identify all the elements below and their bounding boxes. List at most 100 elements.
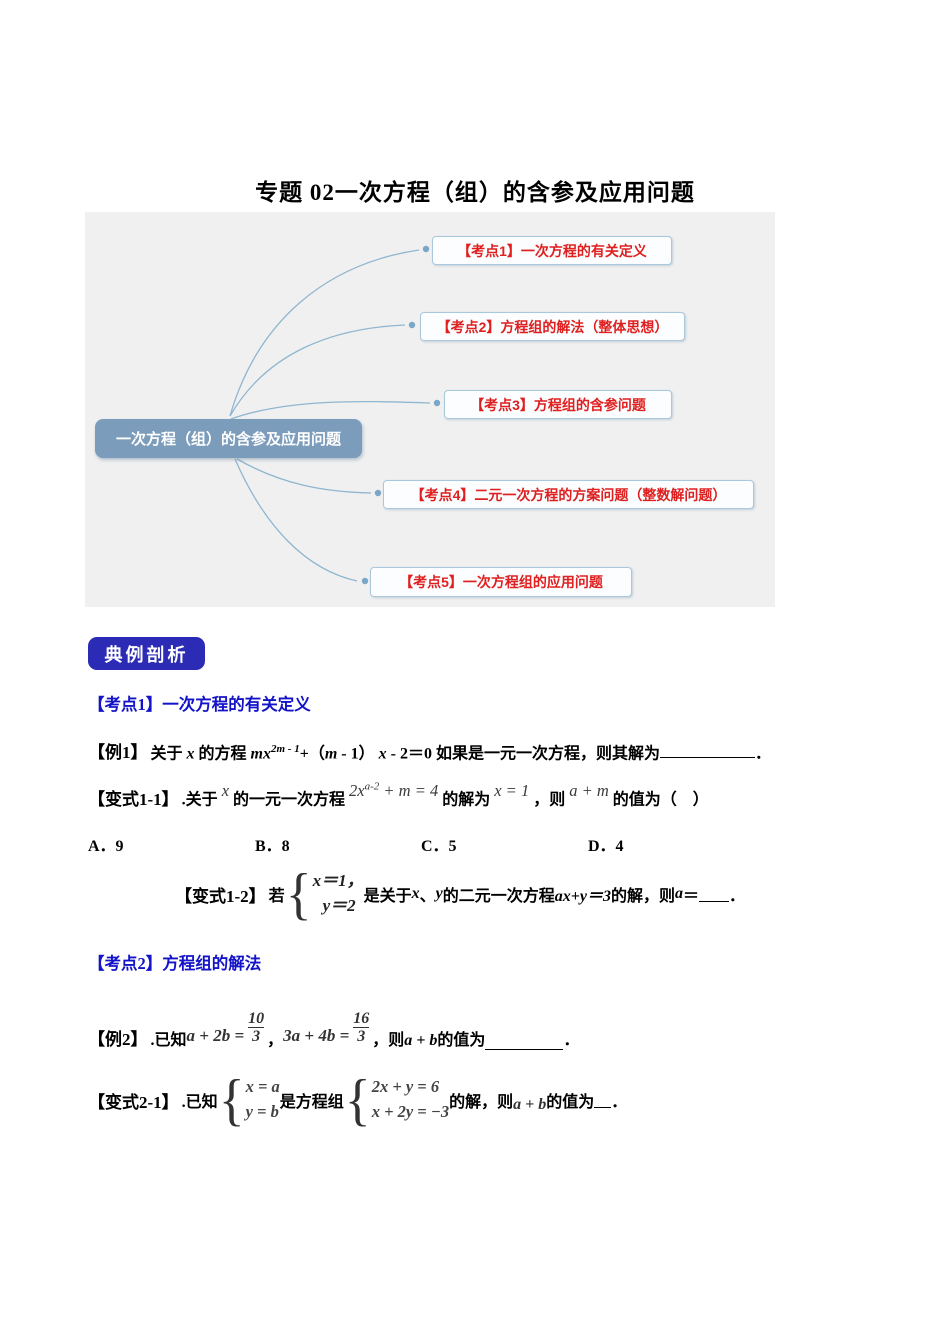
math-var: m bbox=[324, 745, 338, 763]
mindmap: 一次方程（组）的含参及应用问题 【考点1】一次方程的有关定义 【考点2】方程组的… bbox=[85, 212, 775, 607]
text-run: 的解，则 bbox=[611, 888, 676, 905]
system-row: x + 2y = −3 bbox=[371, 1102, 450, 1121]
math-formula: x = 1 bbox=[494, 780, 530, 800]
mindmap-root-node: 一次方程（组）的含参及应用问题 bbox=[95, 419, 362, 458]
mindmap-node-kaodian5: 【考点5】一次方程组的应用问题 bbox=[370, 567, 632, 597]
math-formula: ax+y＝3 bbox=[554, 888, 611, 905]
text-run: ， bbox=[267, 1032, 284, 1049]
text-run: ，则 bbox=[529, 791, 570, 809]
variant-1-2-label: 【变式1-2】 bbox=[175, 886, 266, 906]
text-run: +（ bbox=[299, 745, 325, 763]
text-run: 的解为 bbox=[438, 791, 495, 809]
system-row: x = a bbox=[245, 1077, 280, 1097]
text-run: ． bbox=[563, 1032, 580, 1049]
option-a: A．9 bbox=[88, 838, 124, 855]
text-run: ，则 bbox=[372, 1032, 405, 1049]
connector-curve bbox=[229, 324, 406, 417]
example-2: 【例2】 .已知 a + 2b = 10 3 ， 3a + 4b = 16 3 … bbox=[88, 988, 579, 1050]
connector-dot bbox=[361, 577, 369, 585]
text-run: 的一元一次方程 bbox=[229, 791, 350, 809]
system-row: x＝1， bbox=[312, 871, 364, 891]
math-term: 2x bbox=[349, 780, 365, 800]
fraction-numerator: 10 bbox=[248, 1009, 265, 1027]
answer-blank bbox=[594, 1093, 612, 1108]
text-run: ． bbox=[611, 1094, 628, 1111]
text-run: 是关于 bbox=[363, 888, 412, 905]
example-2-label: 【例2】 bbox=[88, 1030, 148, 1049]
option-d: D．4 bbox=[588, 838, 624, 855]
connector-dot bbox=[422, 245, 430, 253]
mindmap-node-label: 【考点3】方程组的含参问题 bbox=[470, 396, 646, 413]
math-formula: a + b bbox=[513, 1096, 547, 1113]
left-brace: { bbox=[344, 1068, 371, 1132]
equation-system: x = a y = b bbox=[246, 1075, 280, 1125]
text-run: .已知 bbox=[150, 1032, 187, 1049]
system-row: y＝2 bbox=[322, 896, 356, 915]
math-formula: a + m bbox=[569, 780, 609, 800]
connector-dot bbox=[374, 489, 382, 497]
mindmap-node-label: 【考点1】一次方程的有关定义 bbox=[457, 242, 647, 259]
heading-kaodian2: 【考点2】方程组的解法 bbox=[88, 954, 262, 973]
mindmap-node-label: 【考点2】方程组的解法（整体思想） bbox=[436, 318, 669, 335]
math-term: + m = 4 bbox=[379, 780, 439, 800]
mindmap-connectors bbox=[229, 245, 441, 585]
mindmap-root-label: 一次方程（组）的含参及应用问题 bbox=[115, 431, 341, 448]
connector-curve bbox=[230, 400, 431, 420]
option-c: C．5 bbox=[421, 838, 457, 855]
left-brace: { bbox=[285, 862, 312, 926]
math-var: a bbox=[675, 885, 684, 902]
equation-system: 2x + y = 6 x + 2y = −3 bbox=[372, 1075, 449, 1125]
text-run: ＝ bbox=[683, 888, 700, 905]
text-run: 的二元一次方程 bbox=[442, 888, 555, 905]
connector-curve bbox=[234, 458, 358, 582]
text-run: 的值为 bbox=[437, 1032, 486, 1049]
text-run: 、 bbox=[419, 888, 436, 905]
left-brace: { bbox=[218, 1068, 245, 1132]
text-run: ． bbox=[754, 745, 771, 763]
text-run: - 1） bbox=[337, 745, 379, 763]
connector-curve bbox=[229, 249, 420, 417]
text-run: .已知 bbox=[181, 1094, 218, 1111]
text-run: 关于 bbox=[150, 745, 187, 763]
math-formula: x bbox=[221, 780, 230, 800]
page-title: 专题 02一次方程（组）的含参及应用问题 bbox=[255, 180, 695, 206]
badge-label: 典例剖析 bbox=[104, 644, 189, 665]
equation-system: x＝1， y＝2 bbox=[313, 869, 364, 918]
text-run: .关于 bbox=[181, 791, 222, 809]
example-1-label: 【例1】 bbox=[88, 743, 148, 763]
text-run: ． bbox=[729, 888, 746, 905]
answer-blank bbox=[699, 887, 730, 902]
system-row: y = b bbox=[245, 1102, 279, 1121]
option-b: B．8 bbox=[255, 838, 290, 855]
text-run: 是方程组 bbox=[279, 1094, 344, 1111]
mindmap-node-label: 【考点4】二元一次方程的方案问题（整数解问题） bbox=[410, 486, 727, 503]
mindmap-node-label: 【考点5】一次方程组的应用问题 bbox=[399, 574, 603, 590]
heading-kaodian1: 【考点1】一次方程的有关定义 bbox=[88, 695, 311, 714]
fraction: 10 3 bbox=[248, 1009, 265, 1046]
section-badge: 典例剖析 bbox=[88, 637, 205, 670]
fraction-denominator: 3 bbox=[248, 1027, 265, 1046]
variant-2-1-label: 【变式2-1】 bbox=[88, 1092, 179, 1112]
variant-1-2: 【变式1-2】 若 { x＝1， y＝2 是关于 x 、 y 的二元一次方程 a… bbox=[175, 862, 745, 926]
text-run: 的值为（ ） bbox=[608, 791, 709, 809]
fraction-numerator: 16 bbox=[353, 1009, 370, 1027]
math-var: mx bbox=[250, 745, 271, 763]
answer-blank bbox=[485, 1035, 564, 1050]
variant-1-1-label: 【变式1-1】 bbox=[88, 789, 179, 809]
math-superscript: a-2 bbox=[364, 780, 380, 792]
math-var: y bbox=[435, 885, 443, 902]
connector-dot bbox=[433, 399, 441, 407]
variant-2-1: 【变式2-1】 .已知 { x = a y = b 是方程组 { 2x + y … bbox=[88, 1062, 627, 1138]
mindmap-node-kaodian3: 【考点3】方程组的含参问题 bbox=[444, 390, 672, 419]
mindmap-node-kaodian1: 【考点1】一次方程的有关定义 bbox=[432, 236, 672, 265]
text-run: 的解，则 bbox=[449, 1094, 514, 1111]
example-1: 【例1】关于 x 的方程 mx2m - 1+（m - 1） x - 2＝0 如果… bbox=[88, 737, 878, 766]
mindmap-node-kaodian4: 【考点4】二元一次方程的方案问题（整数解问题） bbox=[383, 480, 754, 509]
math-formula: a + 2b = bbox=[186, 1026, 245, 1045]
system-row: 2x + y = 6 bbox=[371, 1077, 440, 1097]
fraction-denominator: 3 bbox=[353, 1027, 370, 1046]
math-var: x bbox=[378, 745, 387, 763]
connector-curve bbox=[236, 458, 372, 494]
text-run: 的方程 bbox=[194, 745, 251, 763]
